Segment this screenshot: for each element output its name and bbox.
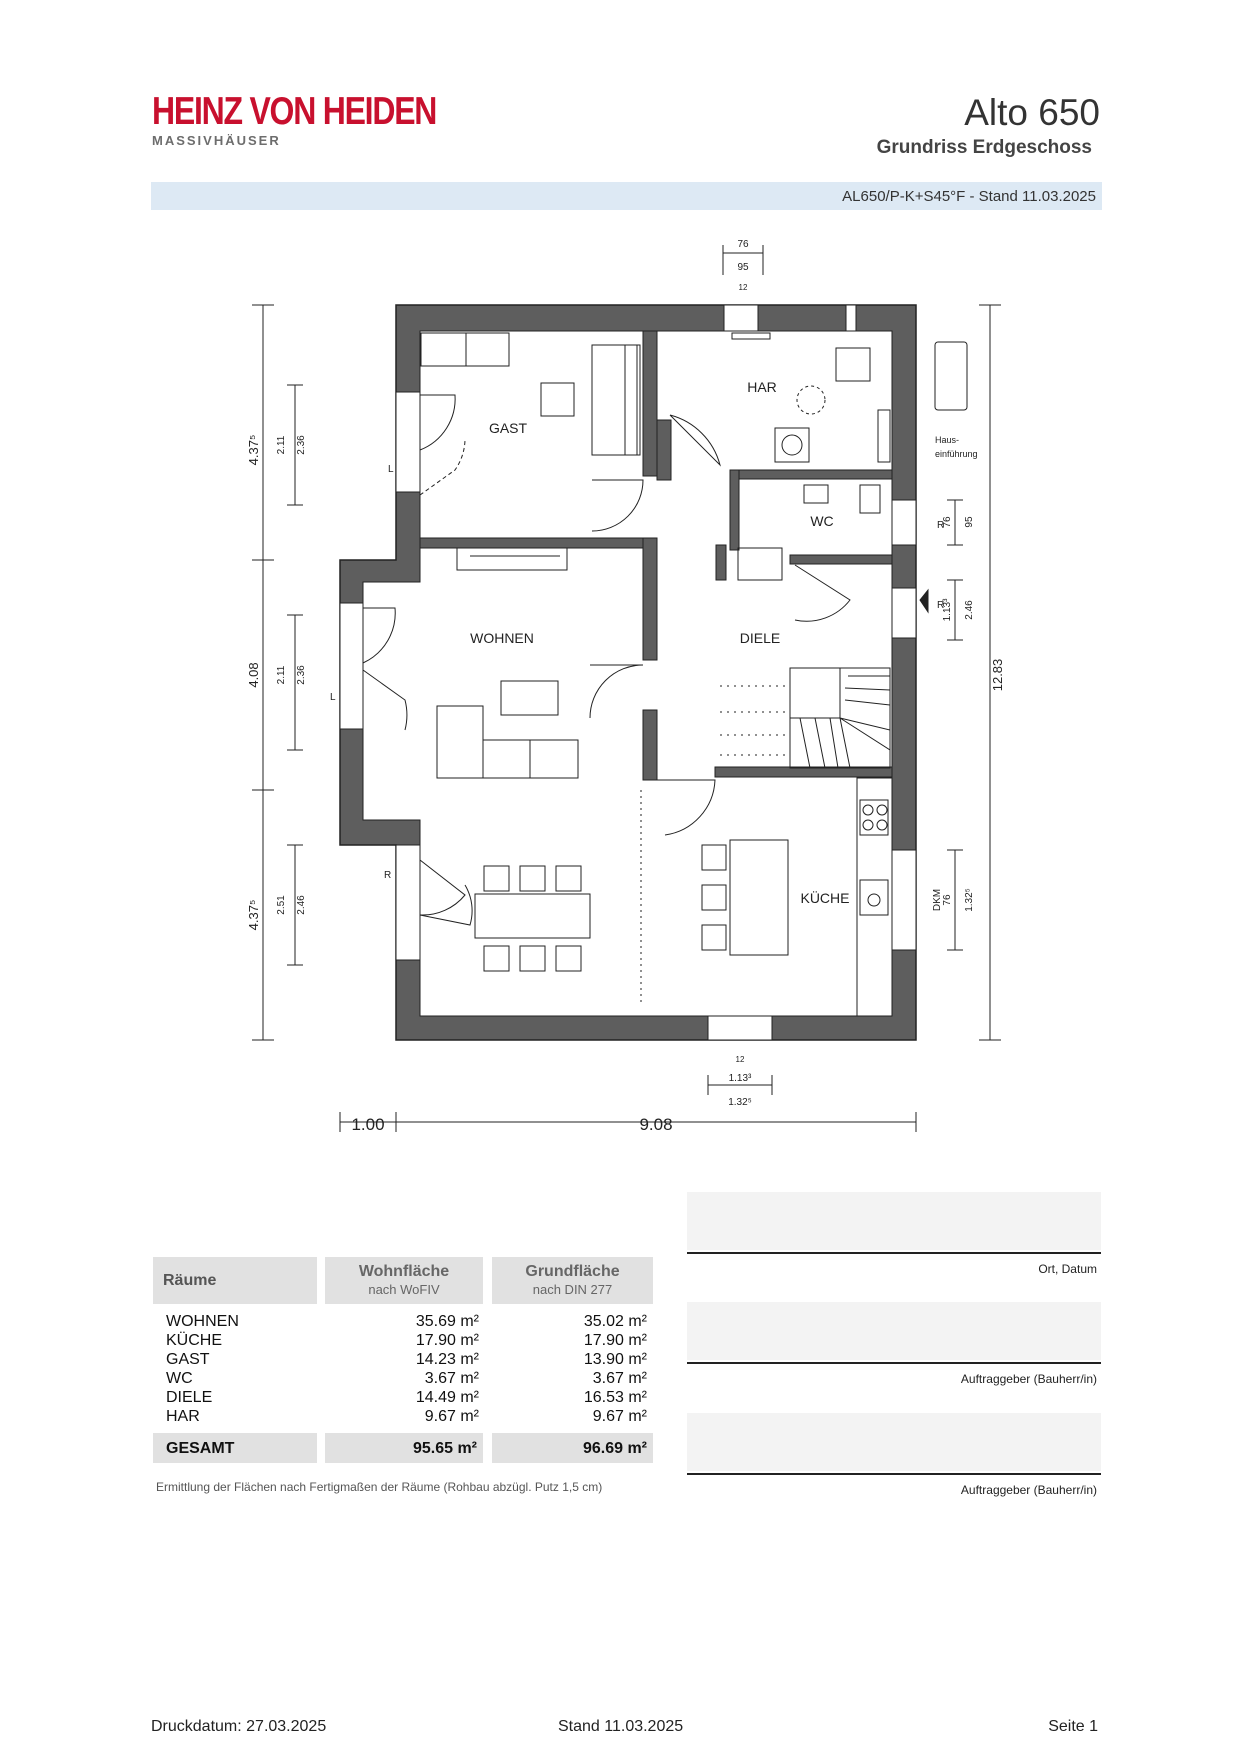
- total-wohnflaeche-cell: 95.65 m²: [325, 1433, 483, 1463]
- har-annotation: Haus- einführung: [935, 435, 978, 459]
- svg-text:76: 76: [737, 239, 749, 250]
- svg-text:2.36: 2.36: [296, 435, 307, 455]
- svg-text:1.32⁵: 1.32⁵: [964, 888, 975, 912]
- table-row: DIELE 14.49 m² 16.53 m²: [166, 1389, 647, 1406]
- table-header-grundflaeche: Grundfläche nach DIN 277: [492, 1257, 653, 1304]
- signature-box[interactable]: [687, 1302, 1101, 1360]
- table-row: GAST 14.23 m² 13.90 m²: [166, 1351, 647, 1368]
- svg-text:4.37⁵: 4.37⁵: [246, 435, 261, 466]
- plan-reference-bar: AL650/P-K+S45°F - Stand 11.03.2025: [151, 182, 1102, 210]
- svg-text:12: 12: [739, 283, 748, 292]
- room-label-wohnen: WOHNEN: [470, 630, 534, 646]
- room-label-har: HAR: [747, 379, 777, 395]
- table-row: KÜCHE 17.90 m² 17.90 m²: [166, 1332, 647, 1349]
- svg-text:1.00: 1.00: [351, 1115, 384, 1134]
- signature-box[interactable]: [687, 1192, 1101, 1250]
- svg-text:einführung: einführung: [935, 449, 978, 459]
- table-row: WOHNEN 35.69 m² 35.02 m²: [166, 1313, 647, 1330]
- table-row: WC 3.67 m² 3.67 m²: [166, 1370, 647, 1387]
- room-labels: GAST HAR WC WOHNEN DIELE KÜCHE: [470, 379, 849, 906]
- svg-text:Haus-: Haus-: [935, 435, 959, 445]
- table-header-wohnflaeche: Wohnfläche nach WoFIV: [325, 1257, 483, 1304]
- svg-text:9.08: 9.08: [639, 1115, 672, 1134]
- house-model-title: Alto 650: [964, 92, 1100, 133]
- svg-text:2.46: 2.46: [964, 600, 975, 620]
- logo-tagline: MASSIVHÄUSER: [152, 133, 281, 148]
- signature-label: Ort, Datum: [1038, 1262, 1097, 1276]
- svg-text:R: R: [937, 520, 944, 531]
- total-grundflaeche-cell: 96.69 m²: [492, 1433, 653, 1463]
- svg-text:76: 76: [942, 894, 953, 906]
- svg-text:2.11: 2.11: [276, 665, 287, 684]
- svg-text:R: R: [384, 870, 391, 881]
- revision-date: Stand 11.03.2025: [558, 1718, 684, 1735]
- company-logo: HEINZ VON HEIDEN MASSIVHÄUSER: [152, 90, 499, 149]
- svg-text:1.13³: 1.13³: [942, 598, 953, 621]
- svg-text:12.83: 12.83: [990, 659, 1005, 692]
- svg-text:76: 76: [942, 516, 953, 528]
- signature-box[interactable]: [687, 1413, 1101, 1471]
- signature-line: [687, 1252, 1101, 1254]
- svg-text:2.51: 2.51: [276, 895, 287, 915]
- svg-text:2.46: 2.46: [296, 895, 307, 915]
- svg-text:4.08: 4.08: [246, 662, 261, 687]
- dimension-values: 4.37⁵ 4.08 4.37⁵ 2.11 2.36 2.11 2.36 2.5…: [246, 239, 1005, 1134]
- signature-label: Auftraggeber (Bauherr/in): [960, 1483, 1097, 1497]
- signature-line: [687, 1473, 1101, 1475]
- total-label-cell: GESAMT: [153, 1433, 317, 1463]
- logo-wordmark: HEINZ VON HEIDEN: [152, 90, 437, 133]
- plan-reference: AL650/P-K+S45°F - Stand 11.03.2025: [842, 188, 1096, 205]
- svg-text:DKM: DKM: [932, 889, 943, 911]
- svg-text:95: 95: [964, 516, 975, 528]
- table-header-rooms: Räume: [153, 1257, 317, 1304]
- furniture: [420, 332, 968, 1017]
- svg-text:2.36: 2.36: [296, 665, 307, 685]
- svg-text:R: R: [937, 600, 944, 611]
- interior-walls: [419, 330, 893, 781]
- table-body: WOHNEN 35.69 m² 35.02 m² KÜCHE 17.90 m² …: [153, 1311, 653, 1425]
- page-number: Seite 1: [1048, 1718, 1098, 1735]
- svg-text:1.32⁵: 1.32⁵: [728, 1097, 752, 1108]
- svg-text:4.37⁵: 4.37⁵: [246, 900, 261, 931]
- svg-text:L: L: [388, 464, 394, 475]
- plan-subtitle: Grundriss Erdgeschoss: [876, 137, 1092, 158]
- room-label-gast: GAST: [489, 420, 528, 436]
- dimension-lines: [252, 245, 1001, 1132]
- room-label-kueche: KÜCHE: [800, 889, 849, 906]
- svg-text:L: L: [330, 692, 336, 703]
- windows: [339, 304, 917, 1041]
- svg-text:95: 95: [737, 262, 749, 273]
- doors: [362, 394, 851, 926]
- signature-label: Auftraggeber (Bauherr/in): [960, 1372, 1097, 1386]
- print-date: Druckdatum: 27.03.2025: [151, 1718, 327, 1735]
- signature-line: [687, 1362, 1101, 1364]
- svg-text:2.11: 2.11: [276, 435, 287, 454]
- room-label-diele: DIELE: [740, 630, 780, 646]
- floor-plan: GAST HAR WC WOHNEN DIELE KÜCHE Haus- ein…: [246, 239, 1005, 1134]
- svg-text:12: 12: [736, 1055, 745, 1064]
- table-row: HAR 9.67 m² 9.67 m²: [166, 1408, 647, 1425]
- svg-text:1.13³: 1.13³: [729, 1073, 752, 1084]
- room-label-wc: WC: [810, 513, 833, 529]
- area-calculation-note: Ermittlung der Flächen nach Fertigmaßen …: [156, 1480, 603, 1494]
